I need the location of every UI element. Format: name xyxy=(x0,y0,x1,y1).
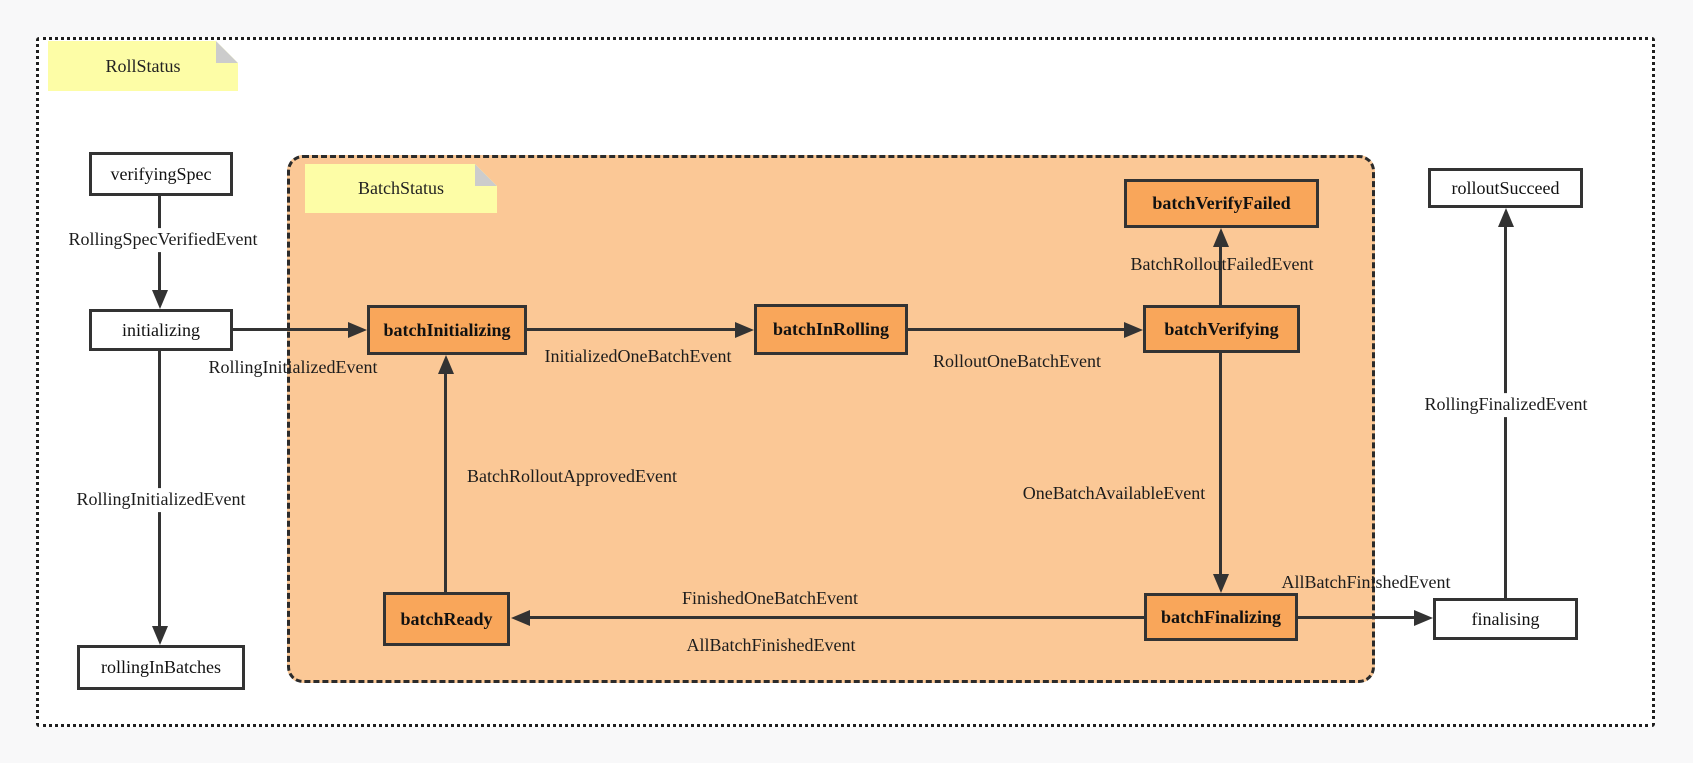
state-finalising-label: finalising xyxy=(1471,608,1540,629)
state-rolloutsucceed: rolloutSucceed xyxy=(1428,168,1583,208)
arrow-batchinitializing-batchinrolling-line xyxy=(527,328,737,331)
state-rollinginbatches-label: rollingInBatches xyxy=(101,657,221,677)
arrow-batchverifying-batchfinalizing-head xyxy=(1213,574,1229,593)
arrow-batchfinalizing-finalising-line xyxy=(1298,616,1415,619)
arrow-batchinrolling-batchverifying-line xyxy=(908,328,1125,331)
state-batchready-label: batchReady xyxy=(400,608,493,629)
arrow-batchverifying-batchfinalizing-line xyxy=(1219,353,1222,575)
event-label-rolloutonebatch: RolloutOneBatchEvent xyxy=(933,351,1101,372)
state-batchinrolling: batchInRolling xyxy=(754,304,908,355)
event-label-rollingspecverified: RollingSpecVerifiedEvent xyxy=(65,228,261,252)
arrow-batchready-batchinitializing-line xyxy=(444,374,447,592)
arrow-batchfinalizing-batchready-line xyxy=(530,616,1144,619)
arrow-batchfinalizing-finalising-head xyxy=(1414,610,1433,626)
arrow-finalising-rolloutsucceed-head xyxy=(1498,208,1514,227)
event-label-batchrolloutfailed: BatchRolloutFailedEvent xyxy=(1130,254,1314,275)
state-batchverifying: batchVerifying xyxy=(1143,305,1300,353)
state-verifyingspec-label: verifyingSpec xyxy=(110,163,212,184)
state-initializing-label: initializing xyxy=(122,319,200,340)
arrow-initializing-rollinginbatches-head xyxy=(152,626,168,645)
state-initializing: initializing xyxy=(89,309,233,351)
state-verifyingspec: verifyingSpec xyxy=(89,152,233,196)
state-rolloutsucceed-label: rolloutSucceed xyxy=(1451,177,1560,198)
event-label-allbatchfinished-outer: AllBatchFinishedEvent xyxy=(1281,572,1451,593)
event-label-initializedonebatch: InitializedOneBatchEvent xyxy=(544,346,732,367)
arrow-batchverifying-batchverifyfailed-head xyxy=(1213,228,1229,247)
event-label-rollingfinalized: RollingFinalizedEvent xyxy=(1421,393,1591,417)
state-batchinrolling-label: batchInRolling xyxy=(772,319,890,339)
state-batchfinalizing-label: batchFinalizing xyxy=(1160,606,1281,627)
arrow-batchready-batchinitializing-head xyxy=(438,355,454,374)
event-label-batchrolloutapproved: BatchRolloutApprovedEvent xyxy=(467,466,677,487)
event-label-rollinginitialized-horizontal: RollingInitializedEvent xyxy=(208,357,378,378)
state-batchinitializing-label: batchInitializing xyxy=(383,319,511,340)
state-batchfinalizing: batchFinalizing xyxy=(1144,593,1298,641)
batchstatus-note-label: BatchStatus xyxy=(358,178,444,198)
event-label-rollinginitialized-vertical: RollingInitializedEvent xyxy=(73,488,249,512)
state-finalising: finalising xyxy=(1433,598,1578,640)
state-batchinitializing: batchInitializing xyxy=(367,305,527,355)
rollstatus-note: RollStatus xyxy=(48,41,238,91)
rollstatus-note-label: RollStatus xyxy=(105,55,181,76)
state-batchready: batchReady xyxy=(383,592,510,646)
state-batchverifying-label: batchVerifying xyxy=(1164,318,1279,339)
batchstatus-note: BatchStatus xyxy=(305,164,497,213)
state-rollinginbatches: rollingInBatches xyxy=(77,645,245,690)
state-batchverifyfailed: batchVerifyFailed xyxy=(1124,179,1319,228)
event-label-finishedonebatch: FinishedOneBatchEvent xyxy=(682,588,858,609)
state-batchverifyfailed-label: batchVerifyFailed xyxy=(1152,193,1291,213)
arrow-initializing-batchinitializing-line xyxy=(233,328,350,331)
arrow-initializing-batchinitializing-head xyxy=(348,322,367,338)
arrow-batchinitializing-batchinrolling-head xyxy=(735,322,754,338)
arrow-batchinrolling-batchverifying-head xyxy=(1124,322,1143,338)
arrow-verifyingspec-initializing-head xyxy=(152,290,168,309)
event-label-onebatchavailable: OneBatchAvailableEvent xyxy=(1022,483,1206,504)
event-label-allbatchfinished-inner: AllBatchFinishedEvent xyxy=(686,635,856,656)
arrow-batchfinalizing-batchready-head xyxy=(511,610,530,626)
arrow-batchverifying-batchverifyfailed-line xyxy=(1219,246,1222,306)
